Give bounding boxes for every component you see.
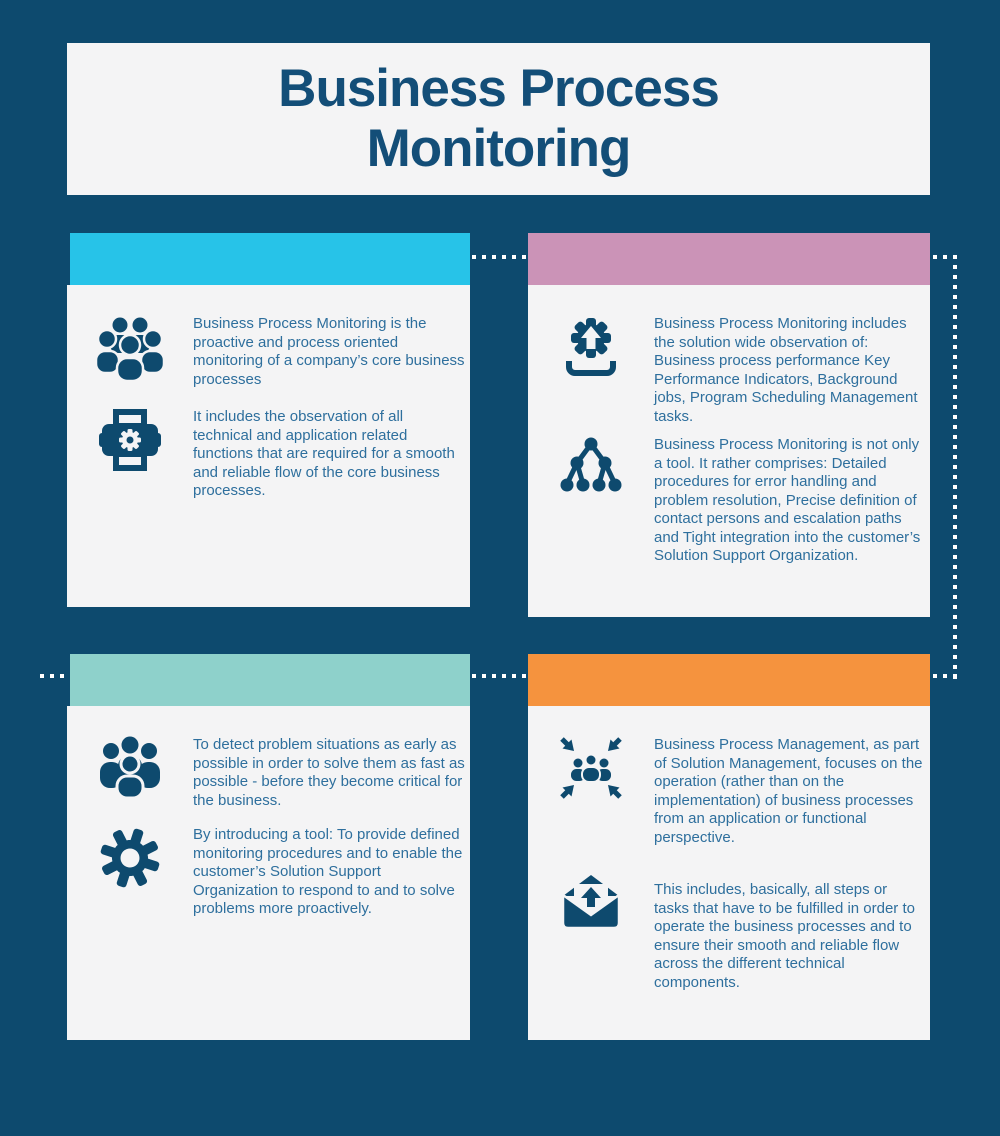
card-accent-bar-pink — [528, 233, 930, 285]
dotted-connector-top-right — [933, 255, 959, 259]
card-bottom-left: To detect problem situations as early as… — [67, 654, 470, 1040]
item-text: Business Process Monitoring includes the… — [654, 315, 918, 425]
list-item: By introducing a tool: To provide define… — [67, 826, 470, 919]
item-text: By introducing a tool: To provide define… — [193, 826, 463, 917]
dotted-connector-right-vertical — [953, 255, 957, 679]
card-bottom-right: Business Process Management, as part of … — [528, 654, 930, 1040]
list-item: It includes the observation of all techn… — [67, 408, 470, 501]
dotted-connector-bottom-right — [933, 674, 959, 678]
list-item: Business Process Monitoring is not only … — [528, 436, 930, 566]
dotted-connector-bottom-middle — [472, 674, 528, 678]
item-text: This includes, basically, all steps or t… — [654, 881, 915, 991]
card-accent-bar-teal — [70, 654, 470, 706]
hierarchy-icon — [560, 437, 622, 492]
crowd-icon — [95, 317, 165, 381]
card-accent-bar-cyan — [70, 233, 470, 285]
item-text: Business Process Monitoring is the proac… — [193, 315, 465, 388]
item-text: It includes the observation of all techn… — [193, 408, 455, 499]
list-item: Business Process Monitoring includes the… — [528, 315, 930, 426]
item-text: Business Process Management, as part of … — [654, 736, 923, 846]
list-item: Business Process Management, as part of … — [528, 736, 930, 847]
list-item: Business Process Monitoring is the proac… — [67, 315, 470, 389]
card-top-left: Business Process Monitoring is the proac… — [67, 233, 470, 607]
item-text: To detect problem situations as early as… — [193, 736, 465, 809]
card-accent-bar-orange — [528, 654, 930, 706]
title-panel: Business Process Monitoring — [67, 43, 930, 195]
dotted-connector-top-middle — [472, 255, 528, 259]
mail-send-icon — [561, 875, 621, 930]
process-machine-icon — [99, 409, 161, 471]
list-item: This includes, basically, all steps or t… — [528, 871, 930, 992]
gear-upload-icon — [566, 318, 616, 376]
converge-people-icon — [560, 737, 622, 799]
team-icon — [100, 736, 160, 798]
item-text: Business Process Monitoring is not only … — [654, 436, 921, 564]
card-top-right: Business Process Monitoring includes the… — [528, 233, 930, 617]
list-item: To detect problem situations as early as… — [67, 736, 470, 810]
page-title: Business Process Monitoring — [278, 59, 720, 178]
gear-icon — [100, 828, 160, 888]
dotted-connector-bottom-left — [40, 674, 68, 678]
